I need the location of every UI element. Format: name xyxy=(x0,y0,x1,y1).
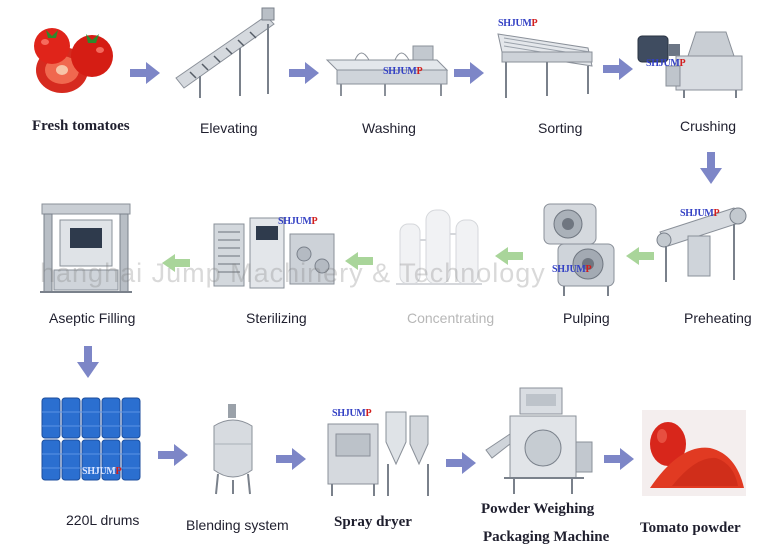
watermark-text: hanghai Jump Machinery & Technology xyxy=(40,258,546,288)
powder-weighing-label-line1: Powder Weighing xyxy=(481,501,595,517)
brand-logo: SHJUMP xyxy=(552,264,592,275)
tomato-powder-label: Tomato powder xyxy=(640,520,741,536)
arrow-left-icon xyxy=(626,247,654,265)
brand-logo: SHJUMP xyxy=(680,208,720,219)
sorting-label: Sorting xyxy=(538,120,583,136)
spray-dryer-label: Spray dryer xyxy=(334,514,412,530)
brand-logo: SHJUMP xyxy=(646,58,686,69)
crushing-label: Crushing xyxy=(680,118,737,134)
blending-label: Blending system xyxy=(186,517,289,533)
pulping-machine-image: SHJUMP xyxy=(538,198,618,296)
packaging-machine-image xyxy=(480,386,596,498)
spray-dryer-image: SHJUMP xyxy=(324,402,436,498)
arrow-left-icon xyxy=(345,252,373,270)
concentrating-machine-image xyxy=(392,204,486,296)
arrow-down-icon xyxy=(77,346,99,378)
arrow-left-icon xyxy=(495,247,523,265)
sorting-machine-image: SHJUMP xyxy=(492,18,597,100)
arrow-right-icon xyxy=(158,444,188,466)
arrow-right-icon xyxy=(130,62,160,84)
aseptic-filling-label: Aseptic Filling xyxy=(49,310,136,326)
arrow-down-icon xyxy=(700,152,722,184)
crushing-machine-image: SHJUMP xyxy=(636,26,746,98)
brand-logo: SHJUMP xyxy=(278,216,318,227)
brand-logo: SHJUMP xyxy=(82,466,122,477)
brand-logo: SHJUMP xyxy=(383,66,423,77)
aseptic-filling-machine-image xyxy=(36,200,136,296)
sterilizing-label: Sterilizing xyxy=(246,310,307,326)
washing-machine-image: SHJUMP xyxy=(325,38,450,96)
arrow-right-icon xyxy=(446,452,476,474)
powder-weighing-label-line2: Packaging Machine xyxy=(483,529,610,545)
brand-logo: SHJUMP xyxy=(498,18,538,29)
fresh-tomatoes-label: Fresh tomatoes xyxy=(32,118,130,134)
elevating-label: Elevating xyxy=(200,120,258,136)
arrow-right-icon xyxy=(289,62,319,84)
preheating-label: Preheating xyxy=(684,310,752,326)
arrow-right-icon xyxy=(603,58,633,80)
washing-label: Washing xyxy=(362,120,416,136)
brand-logo: SHJUMP xyxy=(332,408,372,419)
arrow-right-icon xyxy=(604,448,634,470)
arrow-left-icon xyxy=(162,254,190,272)
concentrating-label: Concentrating xyxy=(407,310,495,326)
pulping-label: Pulping xyxy=(563,310,610,326)
preheating-machine-image: SHJUMP xyxy=(652,198,752,284)
tomato-powder-image xyxy=(642,410,746,496)
elevator-machine-image xyxy=(170,6,280,100)
drums-image: SHJUMP xyxy=(40,394,144,484)
sterilizing-machine-image: SHJUMP xyxy=(210,214,338,294)
arrow-right-icon xyxy=(454,62,484,84)
fresh-tomatoes-image xyxy=(30,18,120,98)
drums-label: 220L drums xyxy=(66,512,140,528)
blending-tank-image xyxy=(208,404,258,496)
arrow-right-icon xyxy=(276,448,306,470)
